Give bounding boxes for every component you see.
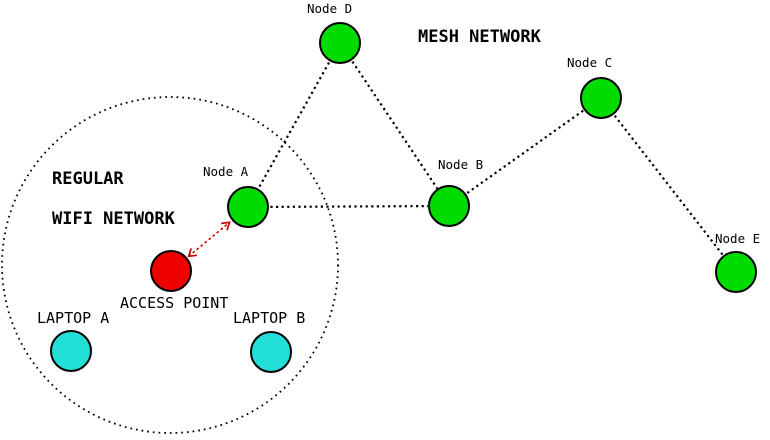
wifi-link-layer: [187, 221, 231, 258]
labels-layer: Node D Node C Node A Node B Node E ACCESS POI…: [37, 1, 760, 327]
laptop-b-label: LAPTOP B: [233, 309, 305, 327]
mesh-link-node-d-node-b: [339, 42, 450, 207]
node-c-label: Node C: [567, 55, 612, 70]
mesh-link-node-b-node-c: [448, 97, 602, 207]
access-point-label: ACCESS POINT: [120, 294, 228, 312]
node-a-label: Node A: [203, 164, 249, 179]
node-a-circle: [227, 186, 269, 228]
access-point-circle: [150, 250, 192, 292]
node-b-label: Node B: [438, 157, 483, 172]
laptop-b-circle: [250, 331, 292, 373]
wifi-network-title-line2: WIFI NETWORK: [52, 209, 176, 229]
wifi-network-title-line1: REGULAR: [52, 169, 124, 189]
node-e-label: Node E: [715, 231, 760, 246]
nodes-layer: [50, 22, 757, 373]
laptop-a-circle: [50, 330, 92, 372]
node-c-circle: [580, 77, 622, 119]
node-d-label: Node D: [307, 1, 352, 16]
node-b-circle: [428, 185, 470, 227]
mesh-link-node-a-node-b: [247, 204, 450, 209]
mesh-link-node-d-node-a: [247, 42, 341, 208]
wifi-signal-arrow: [187, 221, 231, 258]
wifi-zone-layer: [1, 96, 339, 434]
node-d-circle: [319, 22, 361, 64]
wifi-zone-boundary: [1, 96, 339, 434]
mesh-links-layer: [247, 42, 737, 273]
node-e-circle: [715, 251, 757, 293]
laptop-a-label: LAPTOP A: [37, 309, 109, 327]
mesh-network-title: MESH NETWORK: [418, 27, 542, 47]
